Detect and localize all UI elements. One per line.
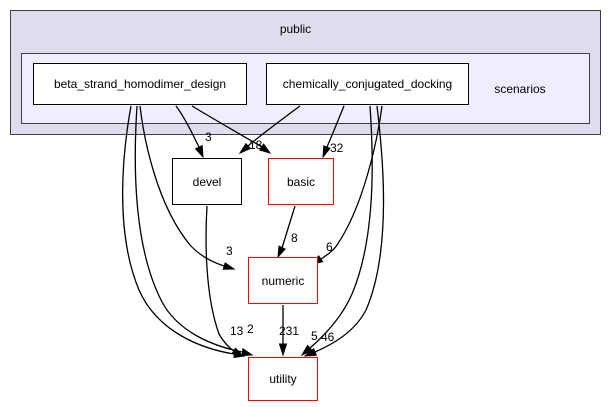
edge-label-beta-numeric: 3 — [226, 244, 233, 258]
edge-label-chem-utility-5: 5 — [311, 329, 318, 343]
node-beta-strand-homodimer-design[interactable]: beta_strand_homodimer_design — [33, 63, 247, 105]
edge-label-basic-numeric: 8 — [291, 231, 298, 245]
edge-label-beta-utility-13: 13 — [230, 324, 244, 338]
node-label: utility — [269, 372, 297, 386]
edge-label-beta-basic: 18 — [249, 138, 263, 152]
cluster-public-label: public — [279, 22, 312, 36]
node-label: numeric — [261, 273, 305, 288]
cluster-scenarios-label: scenarios — [494, 82, 546, 96]
edge-beta-to-utility-2 — [134, 105, 254, 357]
edge-chem-to-utility-46 — [303, 105, 385, 357]
edge-beta-to-utility-13 — [121, 105, 246, 359]
node-chemically-conjugated-docking[interactable]: chemically_conjugated_docking — [266, 63, 469, 105]
node-numeric[interactable]: numeric — [248, 257, 318, 304]
node-label: devel — [192, 174, 222, 189]
edge-label-numeric-utility: 231 — [279, 324, 300, 338]
edge-label-beta-utility-2: 2 — [247, 322, 254, 336]
edge-label-beta-devel: 3 — [205, 130, 212, 144]
node-devel[interactable]: devel — [172, 158, 242, 205]
node-basic[interactable]: basic — [268, 158, 334, 205]
edge-label-chem-basic: 32 — [330, 141, 344, 155]
edge-label-chem-numeric: 6 — [326, 240, 333, 254]
node-label: chemically_conjugated_docking — [282, 77, 453, 91]
node-label: basic — [286, 174, 315, 189]
edge-label-chem-utility-46: 46 — [321, 330, 335, 344]
node-label: beta_strand_homodimer_design — [53, 77, 227, 91]
node-utility[interactable]: utility — [248, 357, 318, 401]
